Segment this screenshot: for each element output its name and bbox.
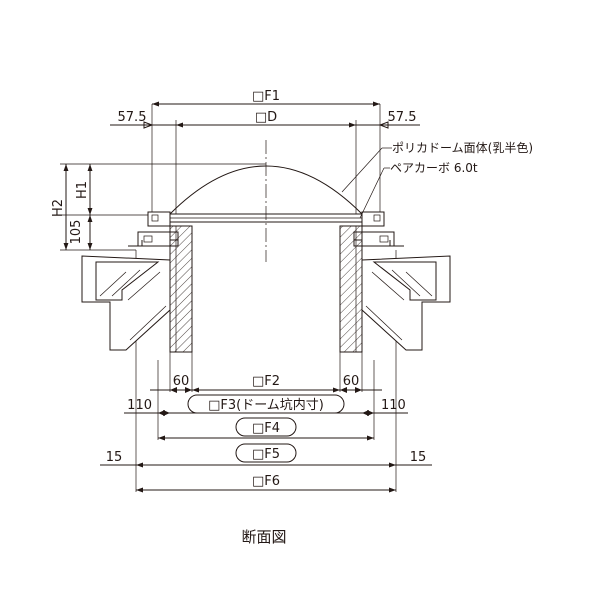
label-right-15: 15 [410, 450, 427, 465]
label-h1: H1 [75, 181, 90, 199]
dimension-d [110, 121, 420, 129]
label-f2: □F2 [252, 374, 280, 389]
label-left-60: 60 [173, 374, 190, 389]
label-left-110: 110 [127, 398, 152, 413]
label-f4: □F4 [252, 421, 280, 436]
left-curb-wall [169, 225, 193, 353]
drawing-caption: 断面図 [241, 528, 286, 546]
f5-pill [235, 443, 297, 463]
label-right-110: 110 [381, 398, 406, 413]
leader-pair-carbo [359, 167, 390, 219]
leader-dome-material [341, 147, 392, 193]
label-h2: H2 [51, 199, 66, 217]
label-f3: □F3(ドーム坑内寸) [208, 397, 324, 413]
label-pair-carbo: ペアカーボ 6.0t [390, 161, 478, 175]
left-roof-slab [81, 255, 171, 351]
label-f5: □F5 [252, 447, 280, 462]
right-roof-slab [361, 255, 451, 351]
right-curb-wall [339, 225, 363, 353]
label-f1: □F1 [252, 89, 280, 104]
f4-pill [235, 417, 297, 437]
label-d: □D [255, 110, 277, 125]
f3-pill [187, 394, 345, 414]
label-left-15: 15 [106, 450, 123, 465]
label-left-57-5: 57.5 [118, 110, 147, 125]
right-frame [353, 211, 404, 247]
label-right-60: 60 [343, 374, 360, 389]
label-f6: □F6 [252, 474, 280, 489]
label-right-57-5: 57.5 [388, 110, 417, 125]
extension-lines [60, 104, 397, 492]
label-dome-material: ポリカドーム面体(乳半色) [392, 141, 533, 155]
label-105: 105 [69, 220, 84, 245]
dimension-f2-row [150, 387, 382, 393]
